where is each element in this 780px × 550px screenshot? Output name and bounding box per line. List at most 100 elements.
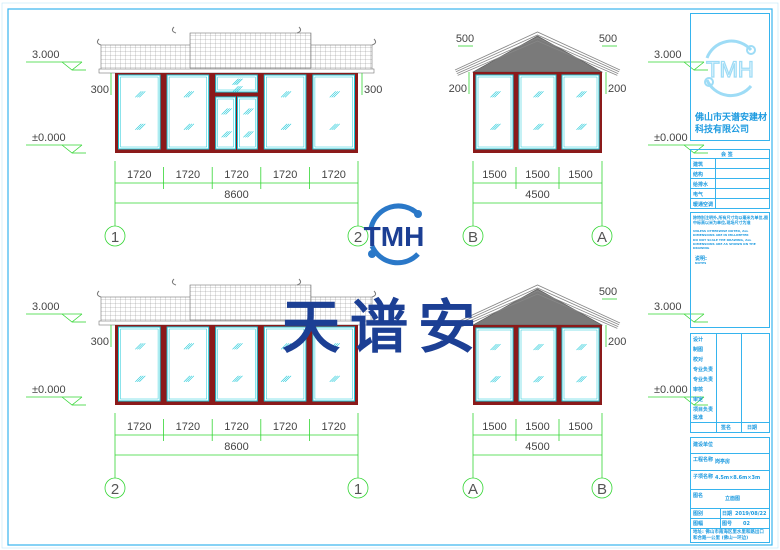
glass-hatch — [490, 375, 497, 383]
span-dimension: 1720 — [224, 169, 248, 181]
level-label: ±0.000 — [654, 384, 688, 396]
logo-panel: TMH 佛山市天谱安建材科技有限公司 — [690, 13, 770, 141]
countersign-table: 会 签 建筑 结构 给排水 电气 暖通空调 — [690, 149, 770, 209]
level-label: 3.000 — [32, 301, 60, 313]
glass-hatch — [284, 123, 292, 131]
project-info: 建设单位 工程名称 岗亭房 子项名称 4.5m×8.6m×3m 图名 立面图 图… — [690, 437, 770, 543]
glass-panel — [561, 74, 600, 150]
watermark-logo-text: TMH — [364, 221, 425, 252]
axis-label: 2 — [354, 229, 362, 246]
glass-hatch — [236, 375, 243, 383]
glass-hatch — [333, 375, 340, 383]
glass-hatch — [282, 375, 290, 383]
title-block: TMH 佛山市天谱安建材科技有限公司 会 签 建筑 结构 给排水 电气 暖通空调… — [690, 13, 770, 543]
glass-panel — [118, 74, 161, 150]
glass-panel-inner — [563, 76, 598, 148]
glass-hatch — [234, 375, 241, 383]
glass-hatch — [245, 131, 252, 138]
glass-hatch — [139, 343, 146, 350]
glass-hatch — [137, 123, 144, 131]
glass-hatch — [537, 123, 544, 131]
span-dimension: 1500 — [568, 169, 592, 181]
glass-panel — [215, 74, 258, 93]
glass-hatch — [578, 91, 585, 98]
glass-hatch — [492, 91, 499, 98]
glass-hatch — [535, 375, 542, 383]
glass-hatch — [247, 108, 254, 115]
discipline: 电气 — [693, 192, 704, 198]
glass-hatch — [185, 343, 193, 350]
axis-label: A — [468, 481, 478, 498]
glass-hatch — [284, 343, 292, 350]
roof-rafter — [456, 37, 619, 74]
glass-hatch — [185, 123, 193, 131]
glass-hatch — [490, 123, 497, 131]
glass-hatch — [234, 86, 241, 93]
glass-hatch — [221, 108, 228, 115]
roof-fascia — [98, 68, 375, 74]
roof-rafter — [454, 31, 621, 71]
glass-hatch — [183, 343, 191, 350]
total-dimension: 4500 — [525, 441, 549, 453]
signature-table: 设计 制图 校对 专业负责 专业负责 审核 审定 项目负责 批准 签名 日期 — [690, 333, 770, 433]
company-name: 佛山市天谱安建材科技有限公司 — [695, 113, 768, 135]
glass-hatch — [333, 343, 340, 350]
glass-hatch — [183, 123, 191, 131]
discipline: 结构 — [693, 172, 704, 178]
glass-hatch — [223, 131, 230, 138]
glass-hatch — [185, 375, 193, 383]
glass-hatch — [280, 123, 288, 131]
glass-hatch — [135, 343, 142, 350]
glass-hatch — [185, 91, 193, 98]
level-triangle — [61, 61, 83, 71]
roof-eave-curl — [171, 278, 302, 286]
level-label: 3.000 — [32, 49, 60, 61]
roof-eave-curl — [96, 290, 377, 298]
axis-bubble — [462, 477, 484, 499]
glass-panel-inner — [520, 76, 555, 148]
glass-hatch — [580, 91, 587, 98]
glass-hatch — [331, 91, 338, 98]
eave-dimension: 500 — [599, 286, 617, 298]
glass-panel-inner — [168, 76, 207, 148]
glass-hatch — [537, 343, 544, 351]
glass-hatch — [245, 108, 252, 115]
glass-hatch — [187, 123, 195, 131]
glass-panel-inner — [314, 76, 353, 148]
glass-hatch — [580, 343, 587, 351]
axis-bubble — [104, 477, 126, 499]
axis-bubble — [104, 225, 126, 247]
glass-panel-inner — [314, 328, 353, 400]
side-dimension: 300 — [91, 84, 109, 96]
glass-hatch — [535, 343, 542, 351]
side-dimension: 300 — [364, 84, 382, 96]
glass-hatch — [490, 343, 497, 351]
axis-bubble — [462, 225, 484, 247]
span-dimension: 1500 — [525, 421, 549, 433]
logo-arc-bottom — [369, 244, 420, 266]
glass-hatch — [223, 108, 230, 115]
roof-rafter — [457, 293, 618, 329]
glass-hatch — [243, 131, 250, 138]
glass-hatch — [535, 123, 542, 131]
glass-panel — [475, 327, 514, 402]
axis-label: 2 — [111, 481, 119, 498]
span-dimension: 1720 — [273, 421, 297, 433]
glass-hatch — [492, 343, 499, 351]
roof-eave-curl — [96, 38, 377, 46]
side-dimension: 200 — [449, 83, 467, 95]
glass-hatch — [576, 375, 583, 383]
glass-hatch — [490, 91, 497, 98]
address: 地址: 佛山市南海区里水里和路出口 和合路一公里 (佛山一环边) — [693, 530, 764, 541]
axis-label: 1 — [354, 481, 362, 498]
axis-bubble — [591, 477, 613, 499]
side-dimension: 300 — [91, 336, 109, 348]
roof-rafter — [454, 284, 621, 324]
transom-bar — [214, 93, 259, 96]
glass-hatch — [232, 375, 239, 383]
glass-hatch — [234, 78, 241, 85]
glass-panel — [518, 327, 557, 402]
